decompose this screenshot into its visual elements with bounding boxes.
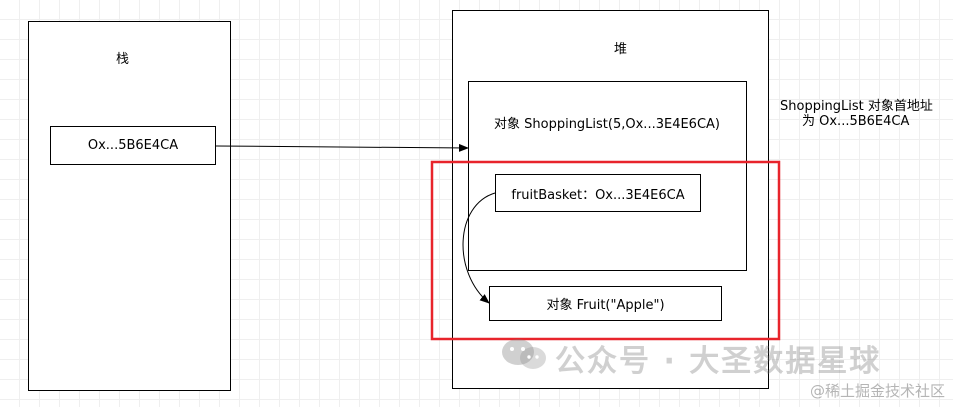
stack-title: 栈 (116, 52, 130, 67)
shopping-list-object-label: 对象 ShoppingList(5,Ox...3E4E6CA) (494, 117, 720, 132)
annotation-line-2: 为 Ox...5B6E4CA (802, 114, 910, 129)
annotation-line-1: ShoppingList 对象首地址 (780, 99, 933, 114)
fruit-basket-field-label: fruitBasket：Ox...3E4E6CA (511, 187, 685, 203)
fruit-object-label: 对象 Fruit("Apple") (546, 298, 665, 313)
fruit-basket-field-box: fruitBasket：Ox...3E4E6CA (495, 174, 701, 212)
watermark-main: 公众号 · 大圣数据星球 (555, 344, 882, 379)
stack-to-heap-arrow (215, 143, 469, 152)
fruit-object-box: 对象 Fruit("Apple") (489, 286, 722, 321)
stack-region (28, 21, 231, 391)
stack-reference-box: Ox...5B6E4CA (50, 126, 216, 165)
wechat-icon (502, 339, 546, 369)
heap-title: 堆 (614, 42, 628, 57)
stack-reference-label: Ox...5B6E4CA (87, 138, 179, 153)
watermark-sub: @稀土掘金技术社区 (809, 382, 945, 400)
